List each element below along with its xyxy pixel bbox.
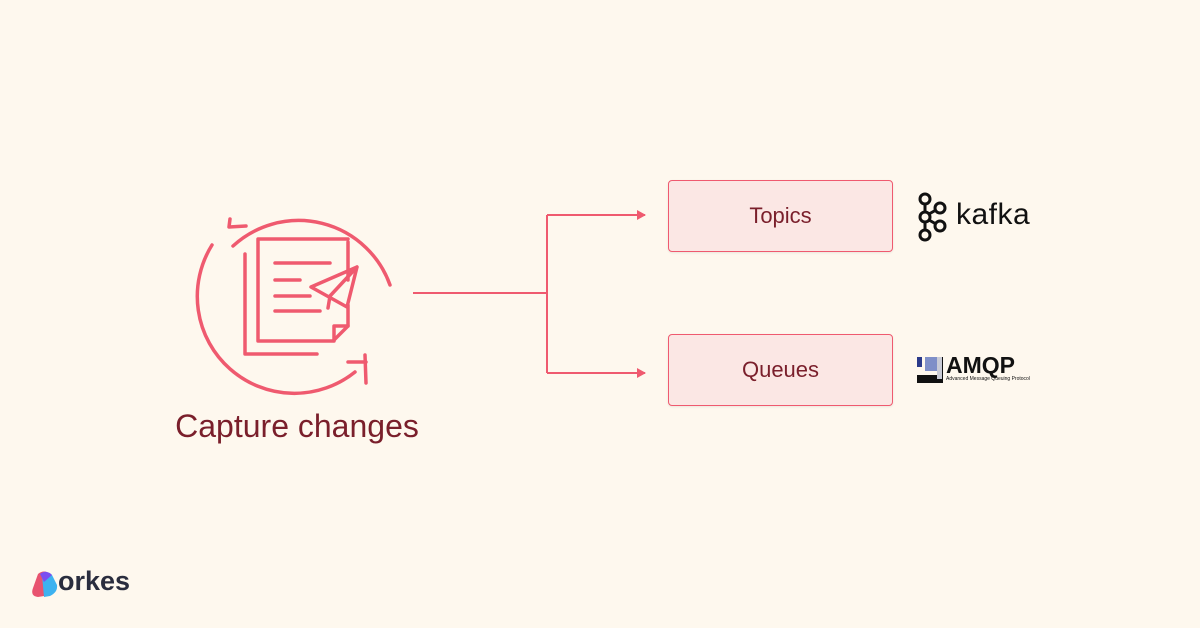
amqp-logo-text: AMQP	[946, 352, 1015, 378]
document-send-refresh-icon	[195, 217, 392, 396]
kafka-logo-text: kafka	[956, 198, 1031, 231]
orkes-logo	[32, 571, 58, 597]
amqp-logo	[917, 357, 943, 383]
back-page	[243, 252, 319, 356]
topics-box: Topics	[668, 180, 893, 252]
refresh-arc-bottom	[195, 243, 357, 396]
source-label: Capture changes	[175, 408, 419, 444]
queues-label: Queues	[741, 357, 820, 382]
front-page	[256, 237, 350, 343]
orkes-brand-text: orkes	[58, 566, 131, 596]
refresh-arrowhead-top	[227, 217, 248, 229]
paper-plane-icon	[309, 265, 359, 310]
text-lines	[273, 261, 332, 313]
connector-lines	[413, 210, 646, 378]
kafka-logo	[918, 192, 947, 242]
refresh-arc-top	[231, 218, 392, 287]
amqp-logo-subtitle: Advanced Message Queuing Protocol	[946, 376, 1030, 382]
page-fold	[332, 324, 350, 343]
queues-box: Queues	[668, 334, 893, 406]
topics-label: Topics	[749, 203, 812, 228]
refresh-arrowhead-bottom	[346, 353, 368, 385]
